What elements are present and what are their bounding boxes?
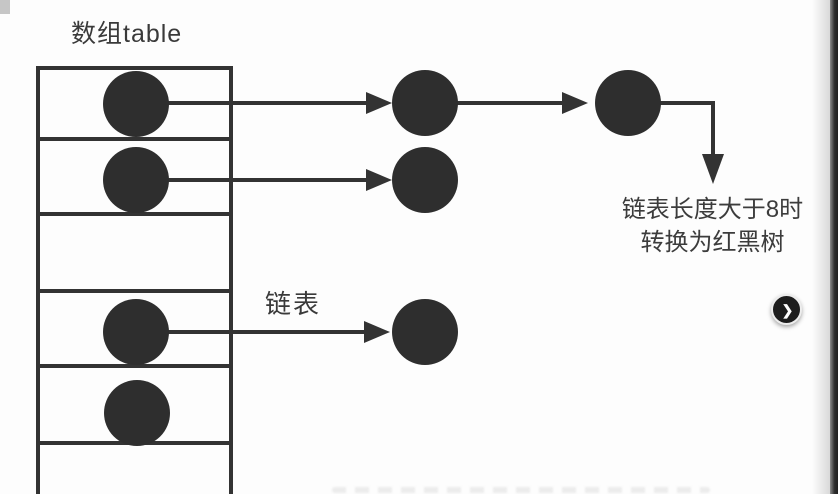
- arrow-slot0-to-node: [166, 92, 392, 114]
- page-edge-shade: [812, 0, 830, 494]
- array-entry-node: [103, 147, 169, 213]
- arrow-slot3-to-node: [166, 321, 390, 343]
- arrow-elbow-down-to-annotation: [658, 101, 724, 184]
- array-entry-node: [104, 380, 170, 446]
- annotation-line-1: 链表长度大于8时: [621, 196, 804, 223]
- chevron-right-icon: ❯: [781, 301, 794, 318]
- corner-artifact: [0, 0, 10, 14]
- list-node: [392, 299, 458, 365]
- next-slide-button[interactable]: ❯: [771, 294, 802, 325]
- array-slot-divider: [40, 289, 229, 293]
- array-slot-divider: [40, 364, 229, 368]
- array-title: 数组table: [71, 20, 183, 48]
- list-node: [392, 147, 458, 213]
- treeify-annotation: 链表长度大于8时 转换为红黑树: [605, 193, 820, 259]
- linked-list-label: 链表: [265, 289, 322, 319]
- annotation-line-2: 转换为红黑树: [640, 229, 785, 256]
- arrow-node-to-next-node: [455, 92, 588, 114]
- list-node: [392, 70, 458, 136]
- page-edge-bar: [830, 0, 838, 494]
- watermark-blur: [332, 487, 710, 493]
- array-entry-node: [103, 71, 169, 137]
- array-entry-node: [103, 299, 169, 365]
- array-slot-divider: [40, 137, 229, 141]
- arrow-slot1-to-node: [166, 169, 392, 191]
- array-slot-divider: [40, 212, 229, 216]
- list-node: [595, 70, 661, 136]
